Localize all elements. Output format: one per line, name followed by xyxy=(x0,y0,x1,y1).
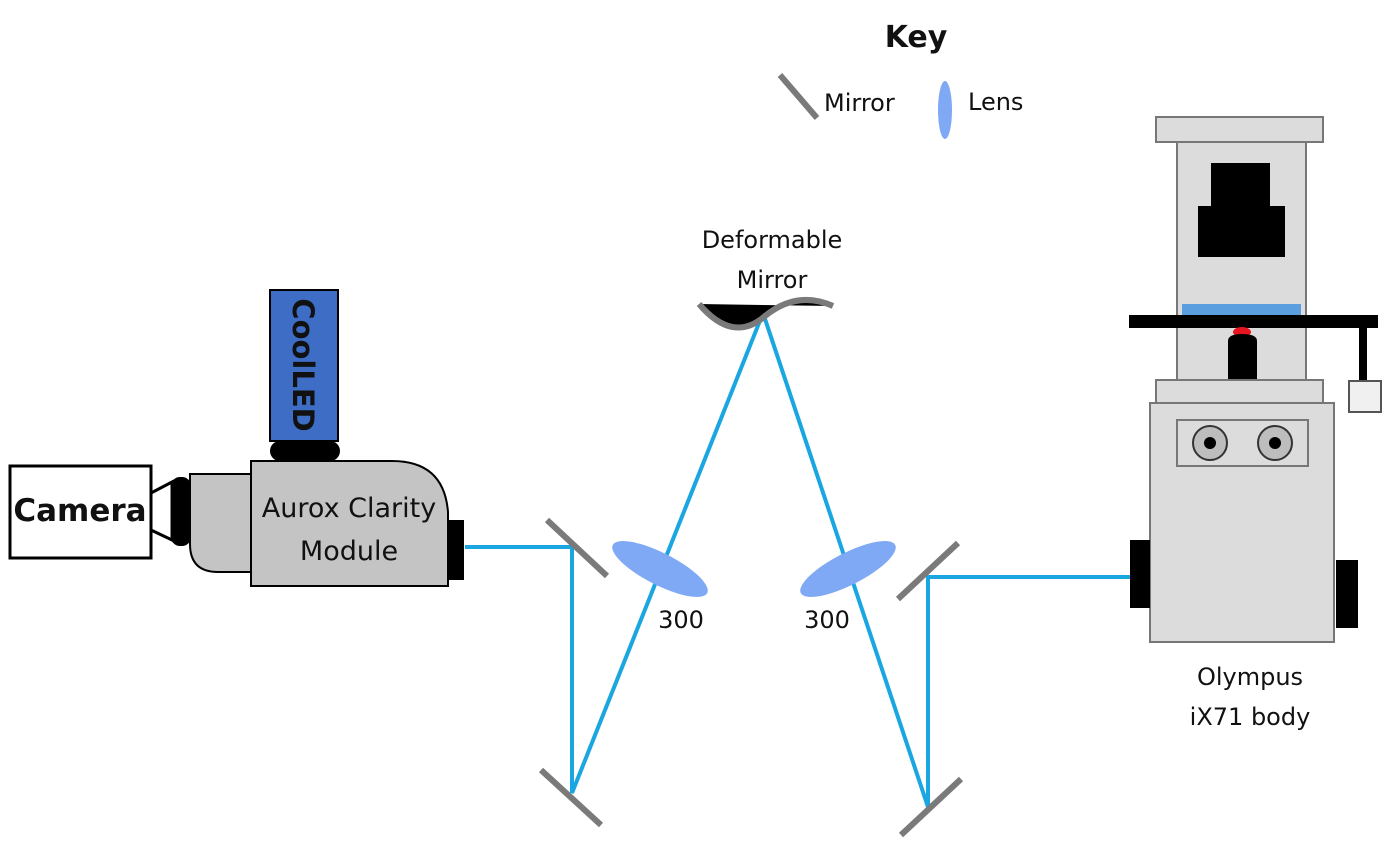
camera: Camera xyxy=(8,464,191,560)
microscope-top-cap xyxy=(1155,116,1324,143)
mirror-left-lower xyxy=(538,767,604,828)
lens-left xyxy=(612,541,708,597)
olympus-label-line2: iX71 body xyxy=(1190,703,1311,731)
key-title: Key xyxy=(885,20,948,55)
aurox-clarity-module: Aurox Clarity Module xyxy=(189,460,464,587)
aurox-output-port xyxy=(447,520,464,580)
lenses xyxy=(612,541,896,597)
lens-right xyxy=(800,541,896,597)
microscope-focus-knob xyxy=(1336,560,1358,628)
aurox-label-line1: Aurox Clarity xyxy=(262,493,436,524)
camera-box xyxy=(8,464,153,560)
mirror-right-lower xyxy=(898,776,964,838)
eyepiece-right-center xyxy=(1269,437,1281,449)
coolled-light-source: CoolLED xyxy=(269,289,340,461)
deformable-mirror-label-line2: Mirror xyxy=(737,266,808,294)
lens-key-label: Lens xyxy=(968,88,1023,116)
mirror-key-icon xyxy=(777,73,820,120)
sample-slide xyxy=(1182,304,1301,315)
deformable-mirror xyxy=(696,297,835,331)
beam-path xyxy=(465,307,1130,808)
coolled-coupler xyxy=(270,441,340,461)
aurox-label-line2: Module xyxy=(300,536,398,567)
mirror-right-upper xyxy=(895,540,961,602)
coolled-label: CoolLED xyxy=(286,298,320,431)
eyepiece-left-center xyxy=(1204,437,1216,449)
lens-right-focal-length: 300 xyxy=(804,606,850,634)
deformable-mirror-label-line1: Deformable xyxy=(702,226,843,254)
mirror-key-label: Mirror xyxy=(824,89,895,117)
objective-lens xyxy=(1228,334,1257,380)
microscope-stage xyxy=(1129,315,1378,328)
lens-key-icon xyxy=(938,81,952,139)
aurox-side-housing xyxy=(189,473,253,573)
camera-adapter xyxy=(149,479,174,543)
condenser-lamp-housing xyxy=(1198,163,1285,257)
olympus-microscope: Olympus iX71 body xyxy=(1129,116,1382,731)
camera-coupler xyxy=(171,477,191,546)
lens-left-focal-length: 300 xyxy=(658,606,704,634)
microscope-side-port xyxy=(1130,540,1150,608)
key-legend: Key Mirror Lens xyxy=(777,20,1023,139)
stage-arm xyxy=(1359,315,1367,383)
stage-knob xyxy=(1348,380,1382,413)
coolled-box xyxy=(269,289,339,442)
mirror-left-upper xyxy=(544,517,610,579)
nosepiece xyxy=(1155,379,1324,404)
olympus-label-line1: Olympus xyxy=(1197,663,1303,691)
mirrors xyxy=(538,297,964,838)
camera-label: Camera xyxy=(13,493,146,529)
